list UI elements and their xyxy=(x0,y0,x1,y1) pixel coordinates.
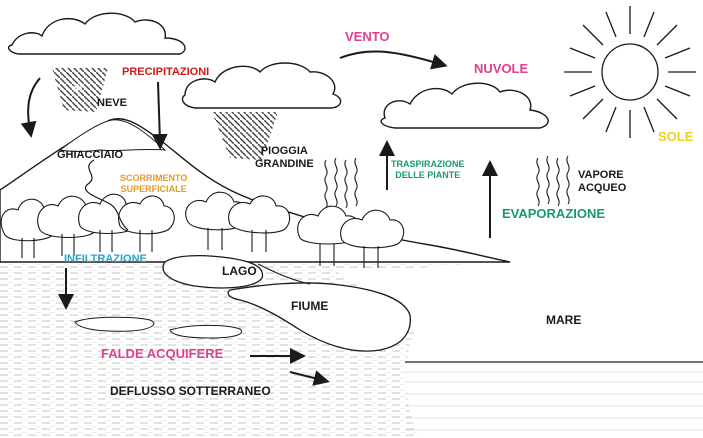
transpiration-wavy xyxy=(324,157,358,209)
vapor-label-line1: VAPORE xyxy=(578,169,624,181)
aquifer-label: FALDE ACQUIFERE xyxy=(101,346,224,361)
aquifer-lens xyxy=(169,324,242,339)
forest-right xyxy=(297,205,405,268)
snow-label: NEVE xyxy=(97,97,127,109)
evaporation-label: EVAPORAZIONE xyxy=(502,206,606,221)
transpiration-label: TRASPIRAZIONE DELLE PIANTE xyxy=(391,160,465,180)
vapor-label-line2: ACQUEO xyxy=(578,182,627,194)
snowflake-icon: ❄ xyxy=(72,82,84,98)
snow-arrow xyxy=(20,77,41,138)
transpiration-label-line1: TRASPIRAZIONE xyxy=(391,159,465,169)
glacier xyxy=(58,119,167,152)
river-label: FIUME xyxy=(291,299,329,313)
groundwater-flow-label: DEFLUSSO SOTTERRANEO xyxy=(110,384,271,398)
groundwater-arrow xyxy=(289,370,330,386)
lake-label: LAGO xyxy=(222,264,257,278)
hail-label: GRANDINE xyxy=(255,158,314,170)
rain-arrow xyxy=(151,81,168,150)
cloud-center xyxy=(181,62,342,109)
rain-hail-label: PIOGGIA GRANDINE xyxy=(255,146,314,170)
forest-center xyxy=(185,191,291,252)
sea-label: MARE xyxy=(546,313,582,327)
river xyxy=(227,282,411,352)
rain-label: PIOGGIA xyxy=(260,145,308,157)
clouds-label: NUVOLE xyxy=(474,61,529,76)
forest-left xyxy=(0,193,175,258)
vapor-label: VAPORE ACQUEO xyxy=(578,170,626,194)
runoff-stream xyxy=(85,159,129,231)
lake xyxy=(162,255,264,289)
aquifer-lens xyxy=(74,316,155,332)
sun-icon xyxy=(564,6,696,138)
glacier-label: GHIACCIAIO xyxy=(57,149,123,161)
runoff-label-line1: SCORRIMENTO xyxy=(120,173,188,183)
runoff-label: SCORRIMENTO SUPERFICIALE xyxy=(120,174,187,194)
precipitation-label: PRECIPITAZIONI xyxy=(122,66,210,78)
transpiration-label-line2: DELLE PIANTE xyxy=(395,170,461,180)
cloud-left xyxy=(7,12,186,55)
runoff-label-line2: SUPERFICIALE xyxy=(120,184,187,194)
rainfall xyxy=(212,112,278,160)
sun-label: SOLE xyxy=(658,129,694,144)
infiltration-label: INFILTRAZIONE xyxy=(64,253,147,265)
wind-arrow xyxy=(339,50,448,70)
cloud-right xyxy=(380,82,549,129)
vapor-wavy xyxy=(536,155,570,207)
wind-label: VENTO xyxy=(345,29,390,44)
snowfall xyxy=(52,68,108,112)
